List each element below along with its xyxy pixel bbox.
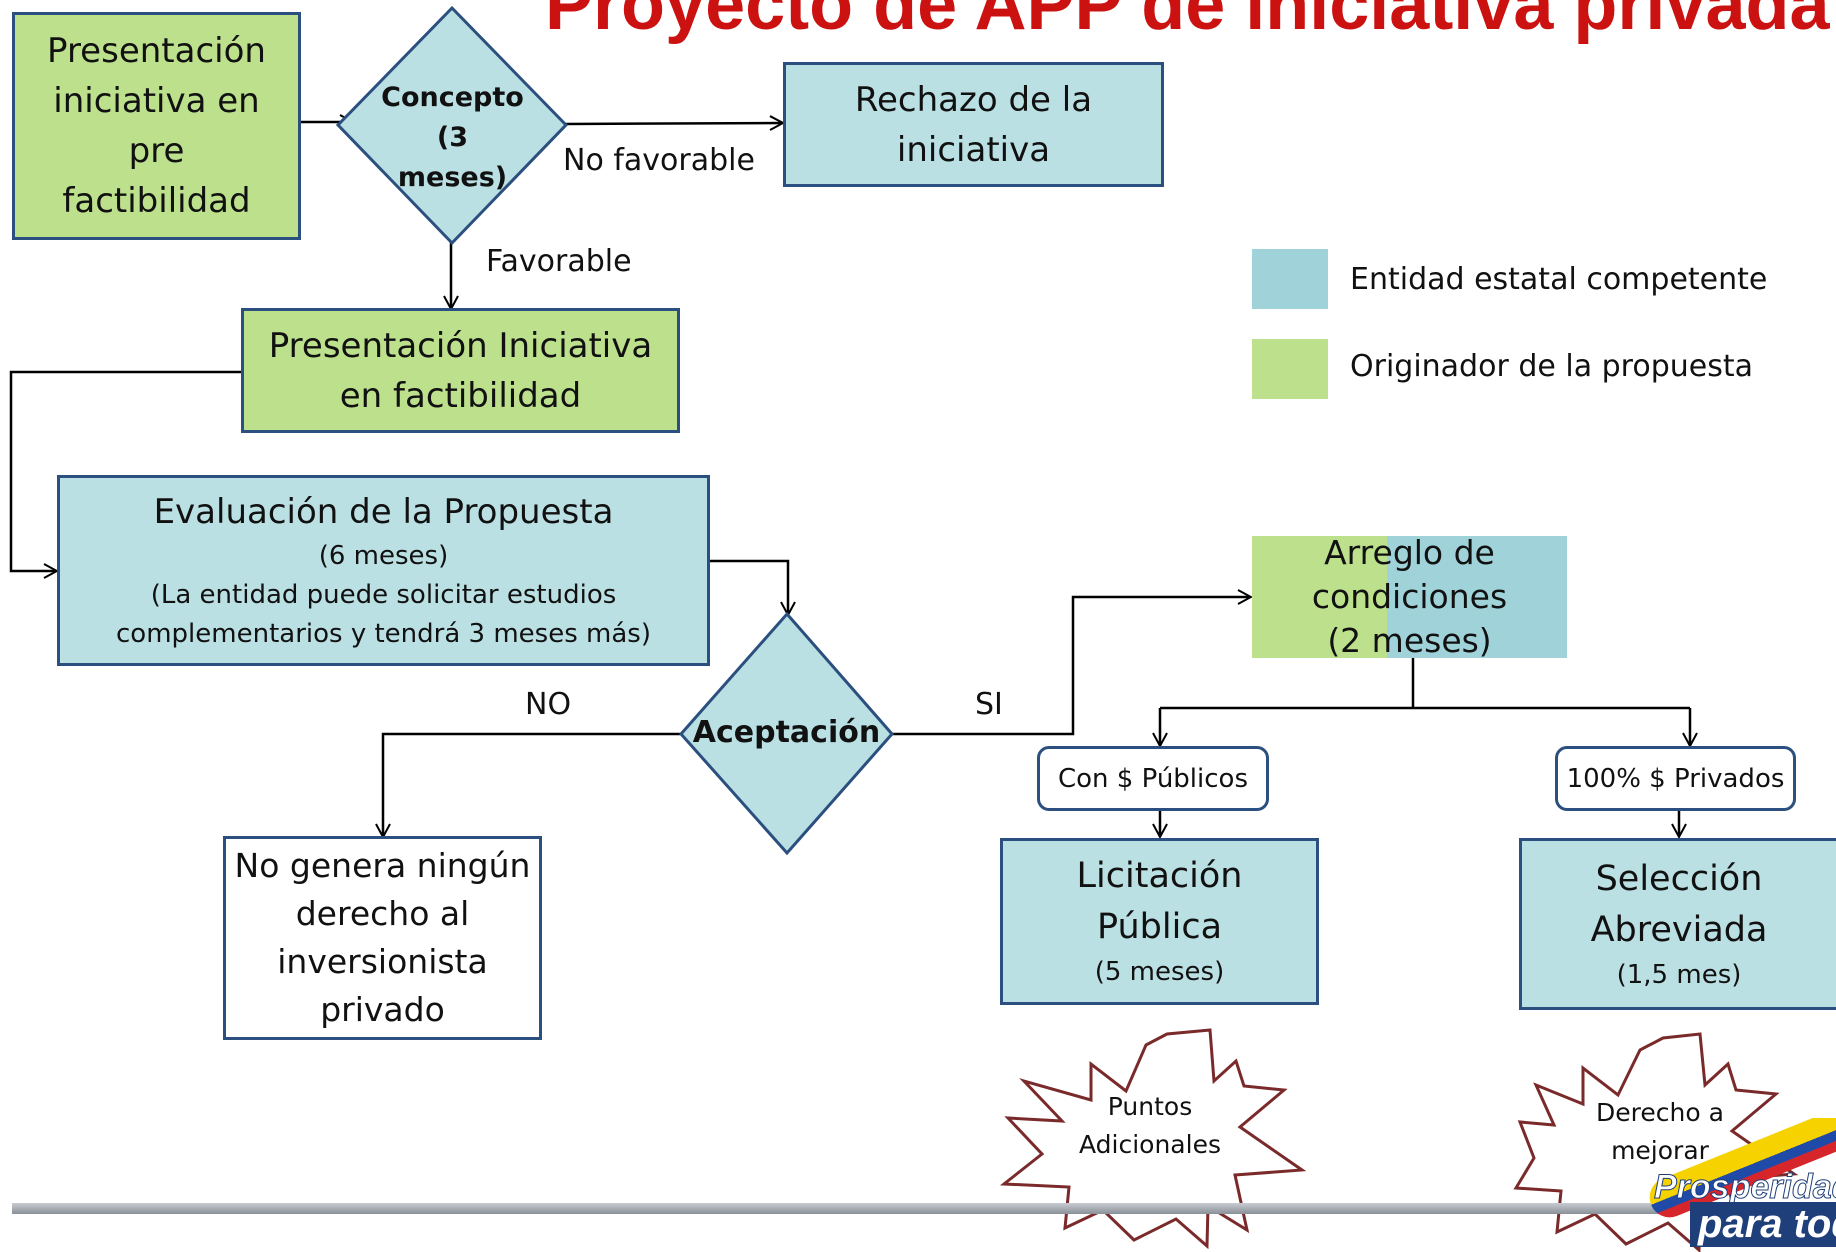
prosperidad-logo: Prosperidad para todos: [1612, 1118, 1836, 1252]
arrangement-line: Arreglo de: [1324, 533, 1495, 572]
points-burst-label: Puntos Adicionales: [1060, 1088, 1240, 1164]
edge-acceptance-no: [383, 732, 681, 836]
abbreviated-line: Abreviada: [1590, 909, 1768, 950]
feasibility-line: en factibilidad: [339, 375, 582, 416]
points-burst-line: Puntos: [1107, 1092, 1193, 1121]
legend-swatch-entity: [1252, 249, 1328, 309]
improve-burst-line: Derecho a: [1596, 1098, 1724, 1127]
edge-concept-to-rejection: [565, 123, 782, 124]
edge-feasibility-to-evaluation: [9, 370, 241, 571]
private-funds-label: 100% $ Privados: [1555, 746, 1796, 811]
edge-evaluation-to-acceptance: [708, 559, 788, 614]
prefeasibility-box: Presentación iniciativa en pre factibili…: [12, 12, 301, 240]
acceptance-diamond: [678, 611, 894, 856]
no-right-box: No genera ningún derecho al inversionist…: [223, 836, 542, 1040]
abbreviated-duration: (1,5 mes): [1616, 959, 1742, 990]
public-funds-label: Con $ Públicos: [1037, 746, 1269, 811]
points-burst-shape: [999, 1028, 1307, 1250]
no-right-line: privado: [320, 990, 445, 1029]
abbreviated-box: Selección Abreviada (1,5 mes): [1519, 838, 1836, 1010]
tender-duration: (5 meses): [1094, 957, 1225, 987]
evaluation-note: complementarios y tendrá 3 meses más): [116, 619, 651, 649]
rejection-box: Rechazo de la iniciativa: [783, 62, 1164, 187]
no-right-line: inversionista: [277, 942, 488, 981]
tender-line: Licitación: [1076, 856, 1243, 896]
evaluation-note: (La entidad puede solicitar estudios: [150, 580, 617, 610]
tender-box: Licitación Pública (5 meses): [1000, 838, 1319, 1005]
arrangement-box: Arreglo de condiciones (2 meses): [1252, 533, 1567, 660]
evaluation-duration: (6 meses): [318, 541, 449, 571]
concept-label-line: (3 meses): [397, 122, 508, 193]
rejection-line: Rechazo de la: [854, 79, 1093, 120]
footer-rule: [12, 1203, 1662, 1214]
evaluation-title: Evaluación de la Propuesta: [153, 492, 614, 532]
edge-arrangement-split: [1160, 655, 1690, 710]
edge-label-yes: SI: [975, 687, 1003, 722]
points-burst-line: Adicionales: [1079, 1130, 1221, 1159]
abbreviated-line: Selección: [1595, 858, 1763, 899]
arrangement-line: condiciones: [1311, 577, 1508, 616]
prefeasibility-line: Presentación: [47, 31, 266, 71]
rejection-line: iniciativa: [896, 129, 1051, 170]
evaluation-box: Evaluación de la Propuesta (6 meses) (La…: [57, 475, 710, 666]
edge-label-no: NO: [525, 687, 572, 722]
concept-label: Concepto (3 meses): [380, 78, 525, 198]
no-right-line: derecho al: [295, 894, 470, 933]
arrangement-line: (2 meses): [1327, 621, 1492, 660]
logo-text-bottom: para todos: [1690, 1202, 1836, 1247]
slide-title: Proyecto de APP de iniciativa privada: [545, 0, 1830, 45]
edge-acceptance-yes: [892, 597, 1250, 736]
no-right-line: No genera ningún: [234, 846, 531, 885]
legend-label-originator: Originador de la propuesta: [1350, 349, 1753, 384]
concept-diamond: [335, 5, 569, 246]
legend-label-entity: Entidad estatal competente: [1350, 262, 1768, 297]
prefeasibility-line: iniciativa en: [53, 81, 260, 121]
feasibility-box: Presentación Iniciativa en factibilidad: [241, 308, 680, 433]
logo-text-top: Prosperidad: [1653, 1168, 1836, 1207]
improve-burst-label: Derecho a mejorar: [1570, 1094, 1750, 1170]
edge-label-unfavorable: No favorable: [563, 143, 755, 178]
concept-label-line: Concepto: [381, 82, 524, 113]
prefeasibility-line: factibilidad: [62, 181, 251, 221]
tender-line: Pública: [1096, 907, 1223, 947]
acceptance-label: Aceptación: [692, 715, 881, 750]
legend-swatch-originator: [1252, 339, 1328, 399]
feasibility-line: Presentación Iniciativa: [268, 325, 653, 366]
improve-burst-line: mejorar: [1611, 1136, 1709, 1165]
prefeasibility-line: pre: [128, 131, 185, 171]
edge-label-favorable: Favorable: [486, 244, 632, 279]
